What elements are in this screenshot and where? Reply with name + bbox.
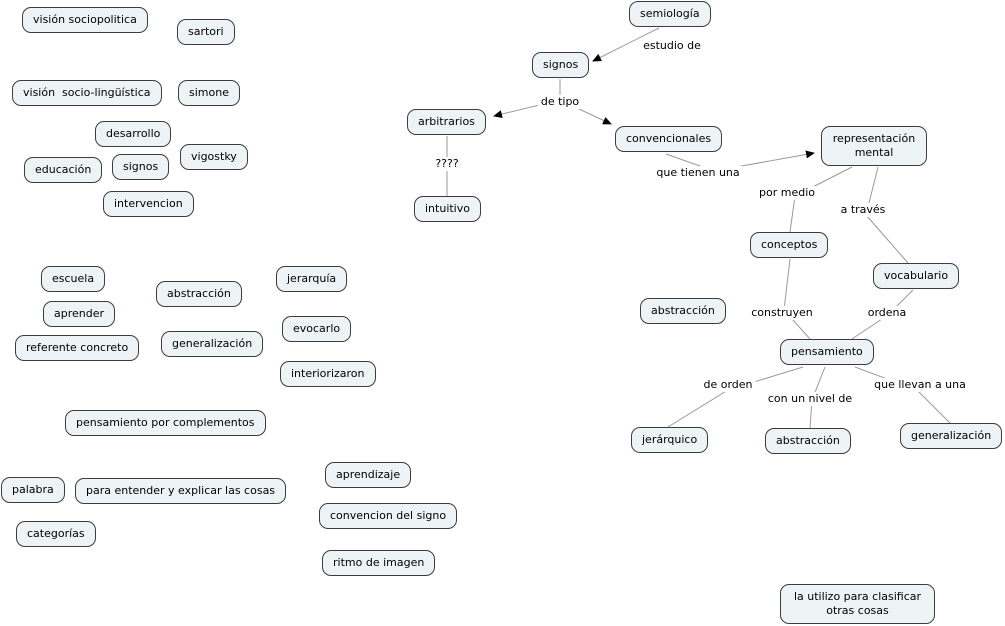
concept-desarrollo[interactable]: desarrollo <box>95 121 172 147</box>
concept-simone[interactable]: simone <box>178 80 240 106</box>
link-label-por-medio[interactable]: por medio <box>756 186 818 200</box>
concept-jerarquico[interactable]: jerárquico <box>631 427 709 453</box>
link-label-construyen[interactable]: construyen <box>748 306 816 320</box>
link-label-con-un-nivel-de[interactable]: con un nivel de <box>764 392 856 406</box>
link-label-estudio-de[interactable]: estudio de <box>640 39 704 53</box>
concept-abstraccion-left[interactable]: abstracción <box>156 281 242 307</box>
concept-sartori[interactable]: sartori <box>177 19 235 45</box>
concept-pensamiento[interactable]: pensamiento <box>780 339 874 365</box>
concept-vision-sociopolitica[interactable]: visión sociopolitica <box>22 7 148 33</box>
edge-pensamiento-generalizacion <box>854 366 951 424</box>
link-label-que-llevan-a-una[interactable]: que llevan a una <box>871 378 969 392</box>
concept-referente-concreto[interactable]: referente concreto <box>15 335 140 361</box>
link-label-de-tipo[interactable]: de tipo <box>537 95 583 109</box>
concept-generalizacion-right[interactable]: generalización <box>900 423 1003 449</box>
link-label-de-orden[interactable]: de orden <box>700 378 756 392</box>
concept-ritmo-de-imagen[interactable]: ritmo de imagen <box>322 550 436 576</box>
concept-conceptos[interactable]: conceptos <box>750 232 829 258</box>
concept-interiorizaron[interactable]: interiorizaron <box>280 361 376 387</box>
concept-intervencion[interactable]: intervencion <box>103 191 194 217</box>
link-label-que-tienen-una[interactable]: que tienen una <box>653 166 743 180</box>
concept-abstraccion-right[interactable]: abstracción <box>640 298 726 324</box>
concept-intuitivo[interactable]: intuitivo <box>414 196 481 222</box>
concept-representacion-mental[interactable]: representación mental <box>821 126 927 166</box>
concept-convencionales[interactable]: convencionales <box>615 126 723 152</box>
concept-pensamiento-por-complementos[interactable]: pensamiento por complementos <box>65 410 266 436</box>
concept-vocabulario[interactable]: vocabulario <box>873 263 960 289</box>
concept-categorias[interactable]: categorías <box>16 521 96 547</box>
concept-convencion-del-signo[interactable]: convencion del signo <box>319 503 458 529</box>
concept-arbitrarios[interactable]: arbitrarios <box>407 109 486 135</box>
link-label-a-traves[interactable]: a través <box>837 203 889 217</box>
concept-abstraccion-bottom[interactable]: abstracción <box>765 428 851 454</box>
link-label-ordena[interactable]: ordena <box>864 306 910 320</box>
concept-generalizacion-left[interactable]: generalización <box>161 331 264 357</box>
concept-vigostky[interactable]: vigostky <box>180 144 248 170</box>
concept-la-utilizo-para-clasificar[interactable]: la utilizo para clasificar otras cosas <box>780 584 935 624</box>
link-label-interrogantes[interactable]: ???? <box>432 157 462 171</box>
concept-para-entender[interactable]: para entender y explicar las cosas <box>75 478 287 504</box>
concept-educacion[interactable]: educación <box>24 157 103 183</box>
edge-conceptos-pensamiento <box>783 258 811 340</box>
concept-escuela[interactable]: escuela <box>41 266 106 292</box>
concept-signos-left[interactable]: signos <box>112 154 170 180</box>
edge-semiologia-signos <box>592 27 660 62</box>
concept-evocarlo[interactable]: evocarlo <box>282 316 352 342</box>
concept-vision-socio-linguistica[interactable]: visión socio-lingüística <box>12 80 162 106</box>
concept-aprendizaje[interactable]: aprendizaje <box>325 462 412 488</box>
concept-semiologia[interactable]: semiología <box>629 1 711 27</box>
concept-palabra[interactable]: palabra <box>1 477 65 503</box>
concept-signos-right[interactable]: signos <box>532 52 590 78</box>
concept-aprender[interactable]: aprender <box>43 301 116 327</box>
concept-jerarquia[interactable]: jerarquía <box>276 266 348 292</box>
